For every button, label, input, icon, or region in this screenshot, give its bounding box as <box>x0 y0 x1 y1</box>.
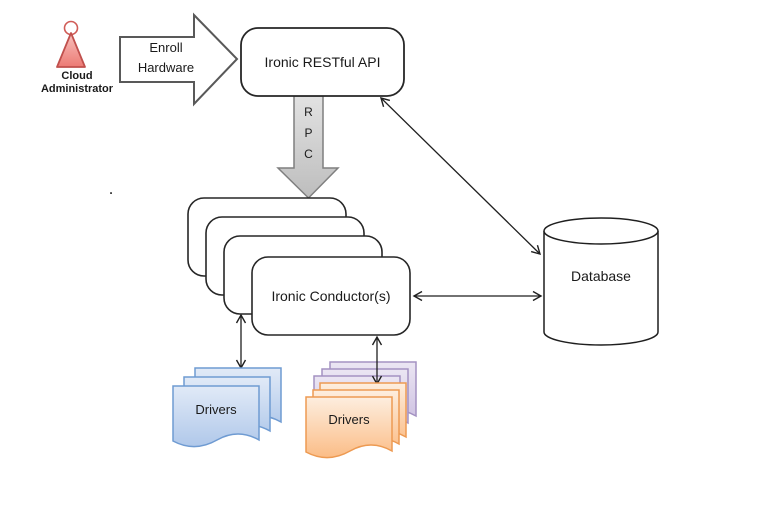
ironic-restful-api-box <box>240 27 405 97</box>
api-database-connector <box>379 97 542 255</box>
actor-body <box>56 32 86 68</box>
database-cylinder <box>543 217 659 346</box>
driver-sheet-blue-front <box>172 385 260 448</box>
cloud-administrator-icon <box>56 20 86 68</box>
drivers-stack-left <box>172 367 282 448</box>
enroll-hardware-arrow <box>119 12 239 107</box>
ironic-conductor-box <box>251 256 411 336</box>
drivers-stack-right-orange <box>305 382 407 459</box>
rpc-arrow <box>276 95 340 200</box>
driver-sheet-orange-front <box>305 396 393 459</box>
